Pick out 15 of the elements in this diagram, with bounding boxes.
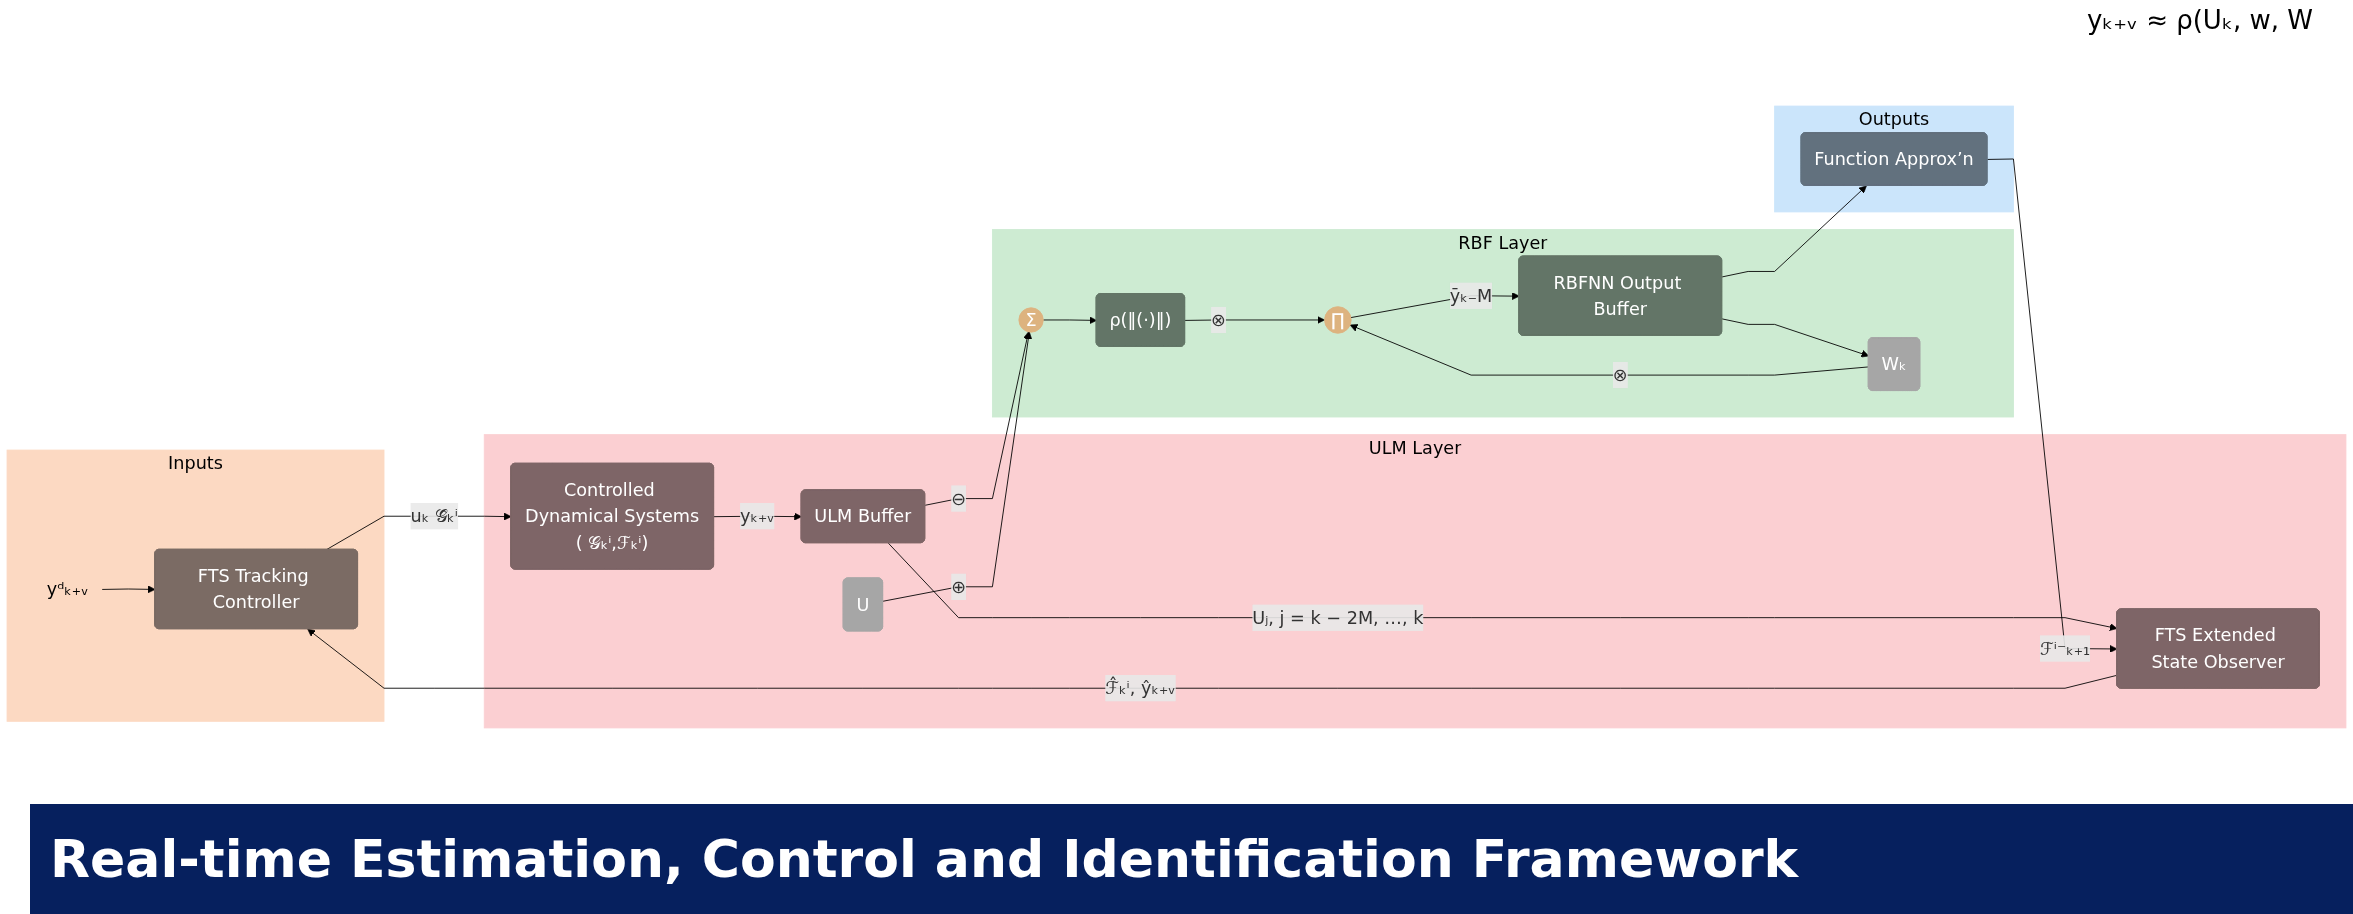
edge-label: uₖ 𝒢̂ₖⁱ [410,505,458,527]
node-circle: ∏ [1324,306,1352,334]
edge-label: ⊗ [1612,364,1628,386]
node-text: yᵈₖ₊ᵥ [46,578,89,600]
edge-label: ȳₖ₋M [1449,285,1493,307]
formula-label: yₖ₊ᵥ ≈ ρ(Uₖ, w, W [2086,5,2313,35]
edge-label: ⊕ [951,576,966,598]
edge-label: ⊗ [1211,309,1226,331]
edge-label: ℱ̂ₖⁱ, ŷₖ₊ᵥ [1105,677,1176,699]
node-circle: Σ [1018,307,1044,333]
edge-label: ⊖ [951,488,966,510]
caption-banner: Real-time Estimation, Control and Identification Framework [30,804,2353,914]
edge-label: Uⱼ, j = k − 2M, …, k [1252,607,1424,629]
edge-label: ℱⁱ⁻ₖ₊₁ [2039,637,2091,660]
edge-label: yₖ₊ᵥ [740,505,775,527]
